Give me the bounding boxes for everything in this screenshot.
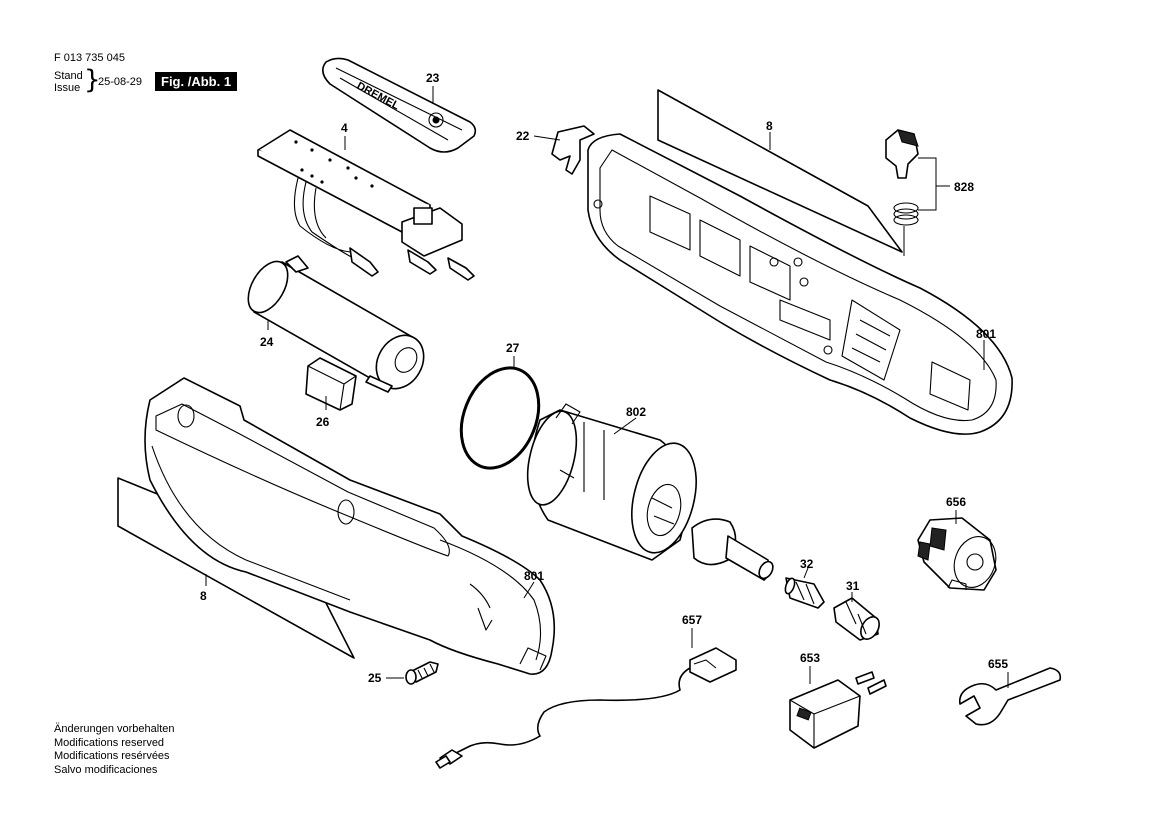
issue-label: Issue <box>54 82 81 94</box>
label-655: 655 <box>988 657 1008 671</box>
part-655-wrench <box>958 667 1062 726</box>
figure-label: Fig. /Abb. 1 <box>155 72 238 91</box>
part-828-switch <box>885 129 950 256</box>
part-25-screw <box>405 661 439 685</box>
label-32: 32 <box>800 557 814 571</box>
label-22: 22 <box>516 129 530 143</box>
note-de: Änderungen vorbehalten <box>54 723 175 735</box>
part-801-upper-housing <box>587 133 1013 435</box>
note-fr: Modifications resérvées <box>54 750 170 762</box>
part-801-lower-housing <box>144 377 556 675</box>
part-22-latch <box>551 125 595 175</box>
issue-date: 25-08-29 <box>98 76 143 88</box>
part-4-circuit-board <box>257 129 475 281</box>
label-31: 31 <box>846 579 860 593</box>
label-801-lower: 801 <box>524 569 544 583</box>
part-802-motor <box>526 403 774 581</box>
leader-lines <box>205 86 1009 688</box>
label-828: 828 <box>954 180 974 194</box>
label-656: 656 <box>946 495 966 509</box>
part-32-collet <box>784 577 825 609</box>
part-8-upper-strip <box>657 89 903 253</box>
part-31-collet-nut <box>833 597 880 641</box>
part-26-foam-block <box>305 357 357 411</box>
brace-glyph: } <box>84 65 101 95</box>
footer-notes: Änderungen vorbehalten Modifications res… <box>54 723 174 777</box>
label-653: 653 <box>800 651 820 665</box>
label-25: 25 <box>368 671 382 685</box>
label-26: 26 <box>316 415 330 429</box>
label-801-upper: 801 <box>976 327 996 341</box>
stand-label: Stand <box>54 70 83 82</box>
label-24: 24 <box>260 335 274 349</box>
document-number: F 013 735 045 <box>54 52 125 64</box>
label-802: 802 <box>626 405 646 419</box>
label-27: 27 <box>506 341 520 355</box>
note-en: Modifications reserved <box>54 736 165 749</box>
note-es: Salvo modificaciones <box>54 763 158 776</box>
label-657: 657 <box>682 613 702 627</box>
label-4: 4 <box>341 121 348 135</box>
part-23-badge-cover: DREMEL <box>322 57 477 153</box>
label-8-lower: 8 <box>200 589 207 603</box>
part-657-usb-cable <box>435 647 737 769</box>
part-27-o-ring <box>459 366 541 470</box>
part-656-nose-piece <box>917 517 997 591</box>
label-8-upper: 8 <box>766 119 773 133</box>
part-24-battery <box>247 255 425 393</box>
part-653-charger <box>789 671 887 749</box>
label-23: 23 <box>426 71 440 85</box>
